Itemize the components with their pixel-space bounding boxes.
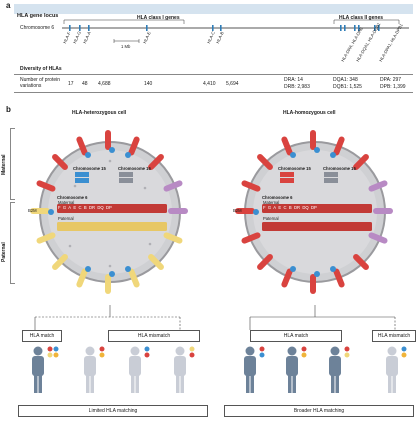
value-hla-c: 4,410 [203,81,216,87]
value-drb: DRB: 2,983 [284,84,310,90]
right-cell-title: HLA-homozygous cell [283,110,336,116]
paternal-label: Paternal [1,242,7,262]
panel-b-letter: b [6,105,11,114]
gene-g: G [267,205,272,210]
people-row [32,346,407,393]
gene-g: G [62,205,67,210]
right-b2m-label: B2M [233,208,242,213]
left-footer-box: Limited HLA matching [18,405,208,417]
right-mismatch-label: HLA mismatch [377,333,411,339]
left-footer-label: Limited HLA matching [88,408,138,414]
left-match-box: HLA match [22,330,62,342]
right-chr15-label: Chromosome 15 [278,166,311,171]
value-hla-e: 140 [144,81,153,87]
paternal-bracket [10,202,15,284]
diversity-bottom-divider [14,92,413,93]
left-match-label: HLA match [29,333,55,339]
scale-label: 1 Mb [121,44,131,49]
gene-locus-diagram [62,19,409,43]
right-gene-row: F G A E C B DR DQ DP [263,205,317,210]
left-chr6-label: Chromosome 6 [57,195,88,200]
left-b2m-label: B2M [28,208,37,213]
gene-dp: DP [311,205,317,210]
class2-label: HLA class II genes [339,15,383,21]
left-mismatch-label: HLA mismatch [137,333,171,339]
value-hla-a: 4,688 [98,81,111,87]
left-cell-title: HLA-heterozygous cell [72,110,127,116]
panel-a-letter: a [6,1,11,10]
value-dpa: DPA: 297 [380,77,402,83]
value-dqa1: DQA1: 348 [333,77,358,83]
gene-dq: DQ [97,205,104,210]
diversity-divider [14,74,413,75]
value-dqb1: DQB1: 1,525 [333,84,362,90]
diversity-row-label: Number of protein variations [20,77,61,89]
right-paternal-sub: Paternal [263,216,279,221]
gene-dr: DR [89,205,96,210]
value-hla-f: 17 [68,81,74,87]
gene-c: C [78,205,82,210]
panel-a-header: HLA gene locus [17,13,59,19]
left-chr15-label: Chromosome 15 [73,166,106,171]
diversity-header: Diversity of HLAs [20,66,62,72]
maternal-bracket [10,128,15,200]
value-hla-g: 48 [82,81,88,87]
right-match-box: HLA match [250,330,342,342]
gene-f: F [58,205,61,210]
gene-a: A [273,205,277,210]
right-mismatch-box: HLA mismatch [372,330,416,342]
right-maternal-sub: Maternal [263,200,280,205]
gene-b: B [288,205,292,210]
left-mismatch-box: HLA mismatch [108,330,200,342]
connector-lines [34,305,396,330]
chromosome-label: Chromosome 6 [20,25,55,31]
left-maternal-sub: Maternal [58,200,75,205]
right-match-label: HLA match [283,333,309,339]
gene-e: E [73,205,77,210]
gene-f: F [263,205,266,210]
gene-a: A [68,205,72,210]
maternal-label: Maternal [1,154,7,175]
right-footer-label: Broader HLA matching [293,408,345,414]
homozygous-cell [235,130,393,294]
gene-dp: DP [106,205,112,210]
left-chr16-label: Chromosome 16 [118,166,151,171]
gene-dq: DQ [302,205,309,210]
right-chr6-label: Chromosome 6 [262,195,293,200]
left-paternal-sub: Paternal [58,216,74,221]
right-chr16-label: Chromosome 16 [323,166,356,171]
value-hla-b: 5,694 [226,81,239,87]
value-dpb: DPB: 1,399 [380,84,406,90]
person-icon [32,346,44,393]
value-dra: DRA: 14 [284,77,303,83]
heterozygous-cell [30,130,188,294]
left-gene-row: F G A E C B DR DQ DP [58,205,112,210]
panel-a-header-bar: HLA gene locus [14,4,413,19]
gene-dr: DR [294,205,301,210]
right-footer-box: Broader HLA matching [224,405,414,417]
gene-c: C [283,205,287,210]
gene-b: B [83,205,87,210]
class1-label: HLA class I genes [137,15,180,21]
gene-e: E [278,205,282,210]
